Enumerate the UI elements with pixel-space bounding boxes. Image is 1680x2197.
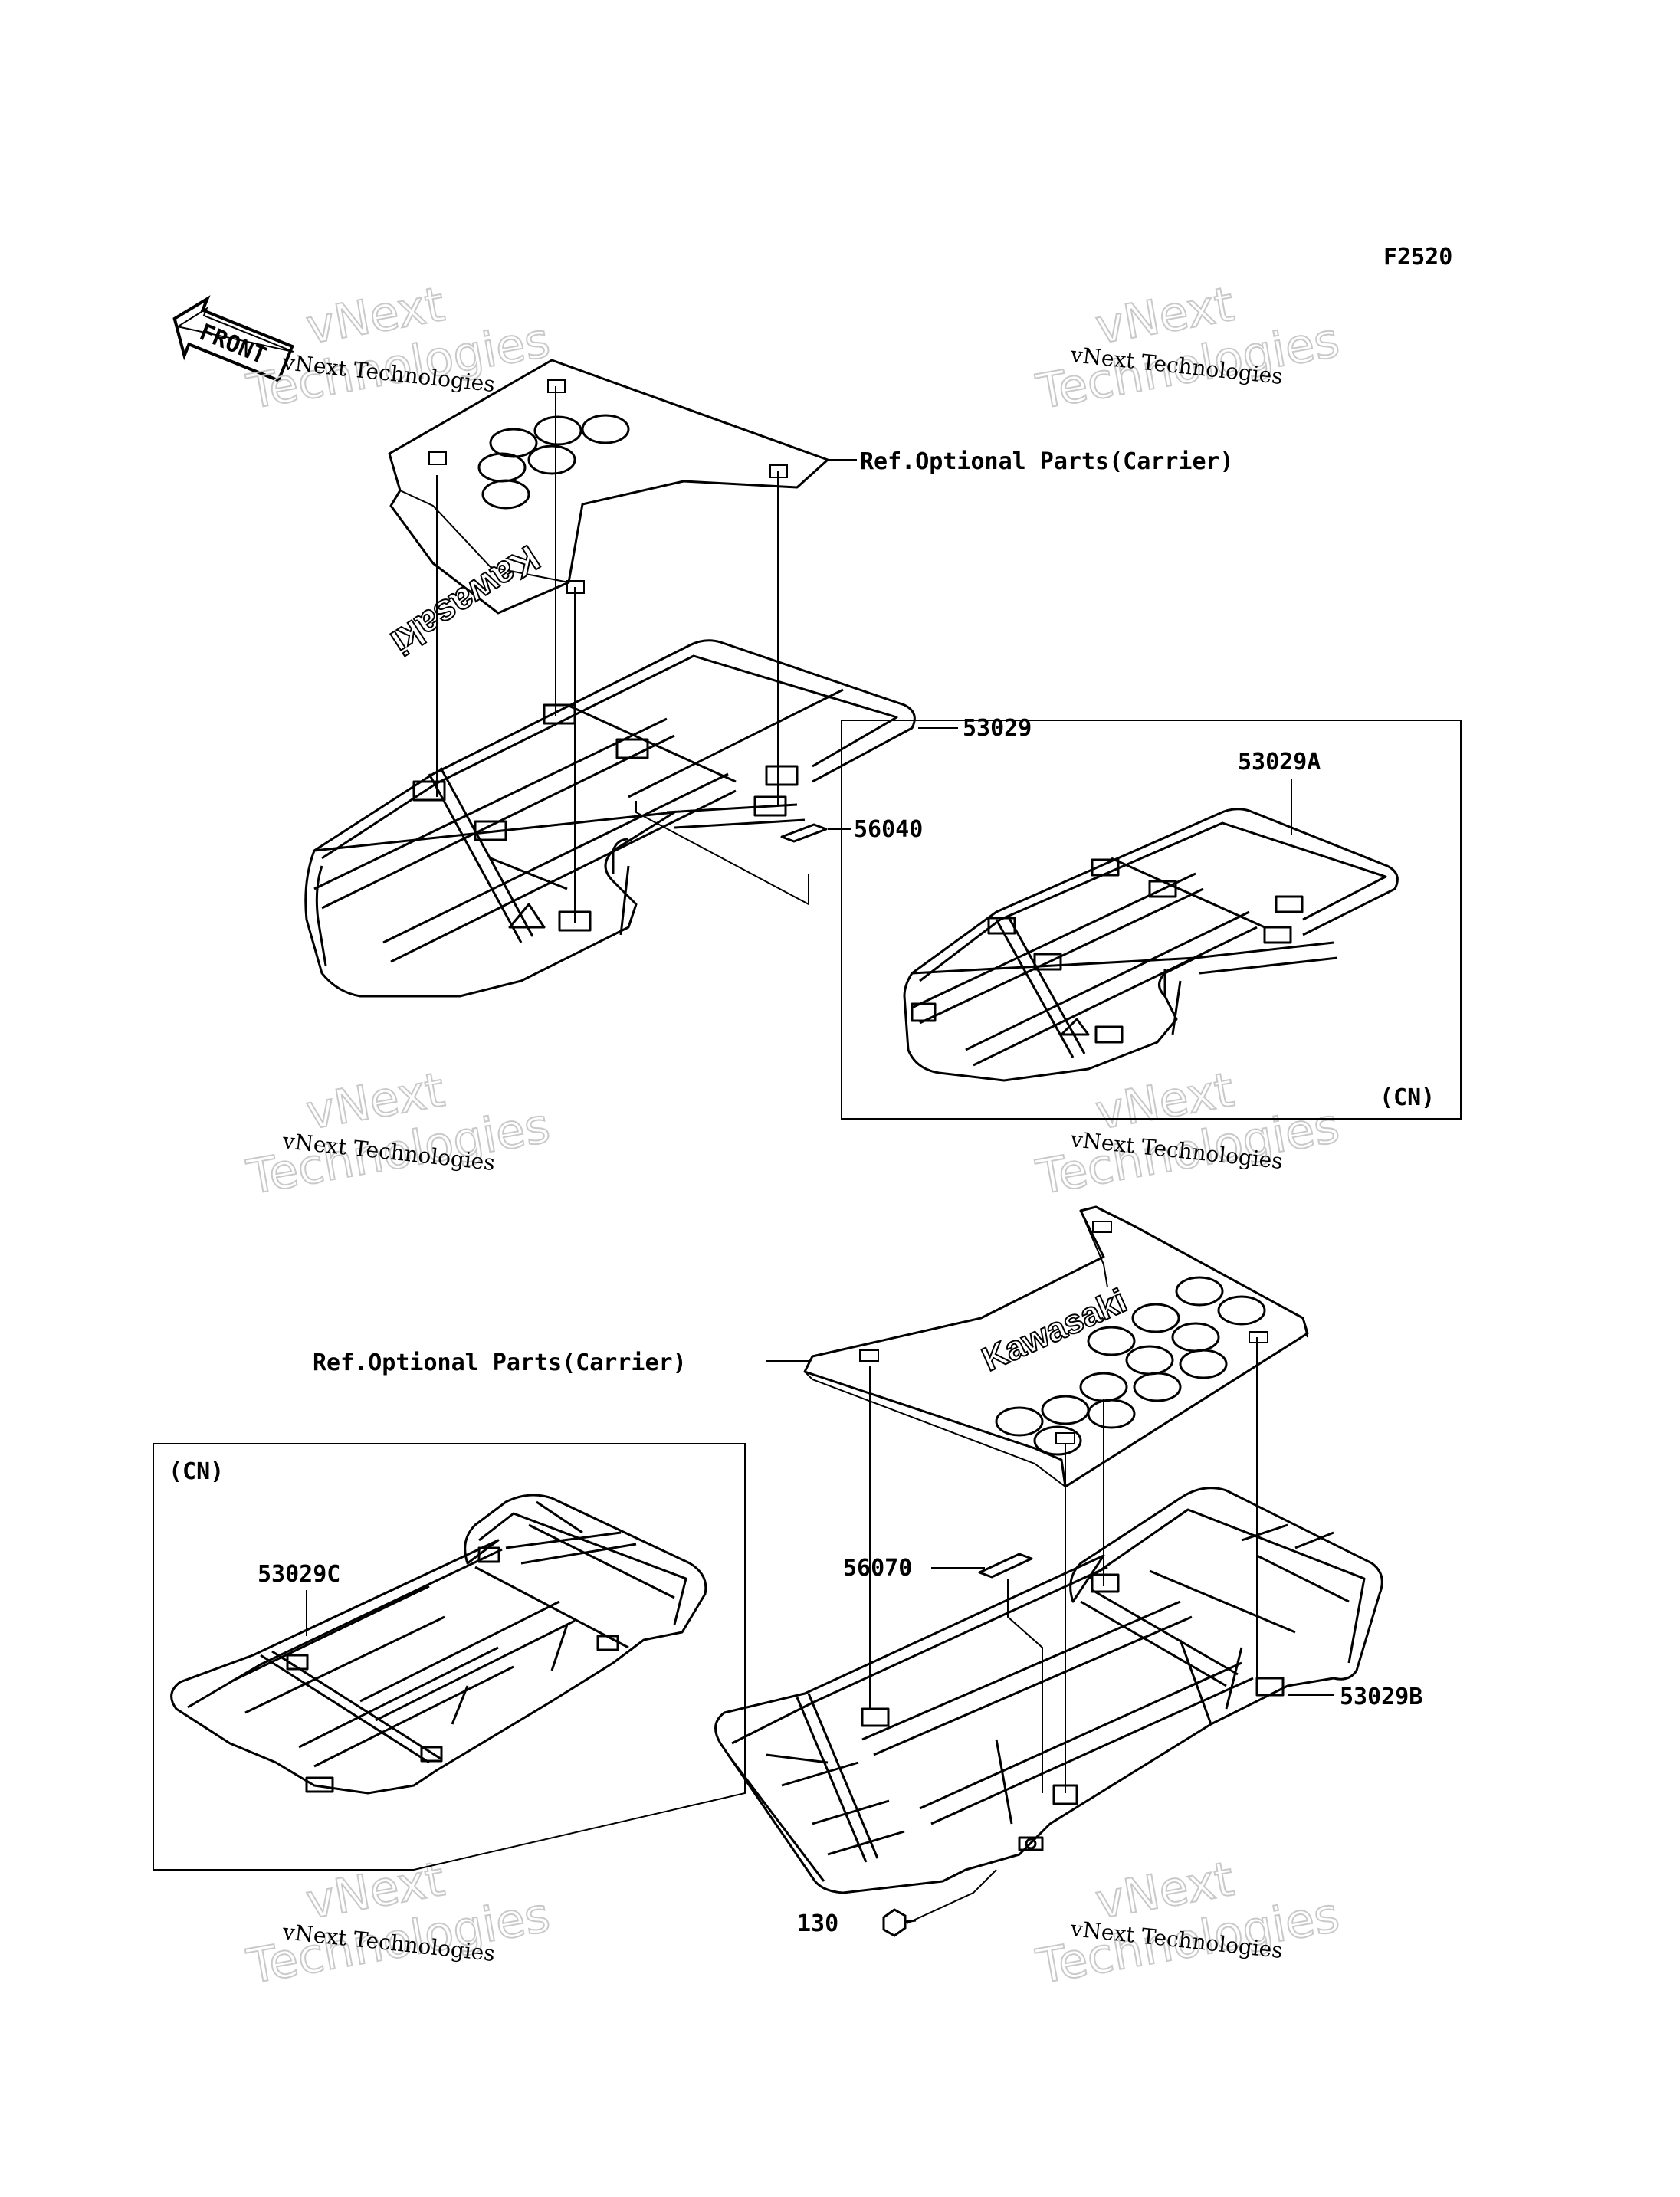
- rear-carrier-rack-53029B: [714, 1487, 1383, 1894]
- figure-id: F2520: [1383, 244, 1452, 271]
- label-53029A: 53029A: [1238, 749, 1321, 776]
- label-56070: 56070: [843, 1555, 912, 1582]
- leader-lines-top: [436, 386, 958, 923]
- label-cn-right: (CN): [1380, 1084, 1435, 1111]
- rear-carrier-rack-53029A: [903, 808, 1399, 1082]
- label-ref-optional-top: Ref.Optional Parts(Carrier): [860, 448, 1234, 475]
- label-56040: 56040: [854, 816, 923, 843]
- optional-carrier-plate-bottom: Kawasaki: [803, 1205, 1309, 1488]
- label-cn-left: (CN): [169, 1458, 224, 1485]
- rear-carrier-rack-53029C: [170, 1494, 707, 1795]
- leader-lines-bottom: [766, 1337, 1334, 1924]
- label-53029C: 53029C: [258, 1561, 340, 1588]
- label-53029B: 53029B: [1340, 1684, 1422, 1710]
- rear-carrier-rack-53029: [304, 639, 916, 998]
- pad-56040: [780, 823, 828, 843]
- bolt-130-icon: [882, 1908, 917, 1937]
- cn-box-right: [841, 720, 1462, 1120]
- cn-box-left: [153, 1443, 746, 1871]
- pad-56070: [978, 1553, 1033, 1579]
- label-130: 130: [797, 1910, 838, 1937]
- optional-carrier-plate-top: Kawasaki: [382, 359, 829, 663]
- label-ref-optional-bottom: Ref.Optional Parts(Carrier): [313, 1349, 687, 1376]
- label-53029: 53029: [963, 715, 1032, 742]
